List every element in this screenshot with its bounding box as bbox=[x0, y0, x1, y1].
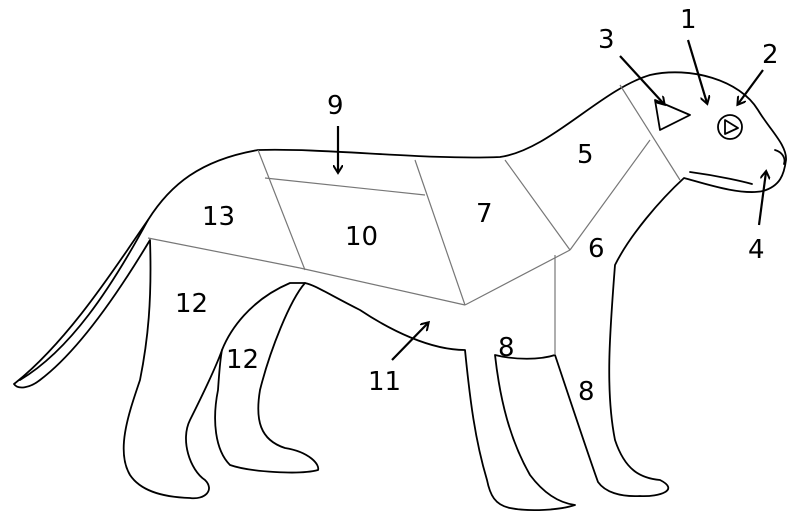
label-4: 4 bbox=[748, 235, 765, 265]
label-2: 2 bbox=[762, 40, 779, 70]
nose bbox=[775, 150, 785, 164]
label-13: 13 bbox=[202, 202, 235, 232]
label-7: 7 bbox=[476, 199, 493, 229]
label-12-hind: 12 bbox=[175, 289, 208, 319]
hind-leg-contour bbox=[222, 283, 305, 350]
dog-outline bbox=[14, 72, 786, 510]
label-8-rear: 8 bbox=[578, 377, 595, 407]
arrows bbox=[338, 40, 766, 360]
label-5: 5 bbox=[577, 140, 594, 170]
label-1: 1 bbox=[680, 5, 697, 35]
eye-ring bbox=[718, 115, 742, 139]
ear bbox=[655, 100, 690, 130]
label-9: 9 bbox=[327, 91, 344, 121]
arrow-3 bbox=[620, 56, 664, 104]
label-10: 10 bbox=[345, 222, 378, 252]
arrow-4 bbox=[759, 172, 766, 225]
label-12-leg: 12 bbox=[226, 345, 259, 375]
tail-inner-contour bbox=[20, 220, 148, 380]
label-8-front: 8 bbox=[498, 333, 515, 363]
arrow-1 bbox=[688, 40, 707, 103]
eye-pupil bbox=[725, 120, 738, 134]
label-6: 6 bbox=[588, 234, 605, 264]
label-3: 3 bbox=[598, 25, 615, 55]
label-11: 11 bbox=[368, 367, 401, 397]
